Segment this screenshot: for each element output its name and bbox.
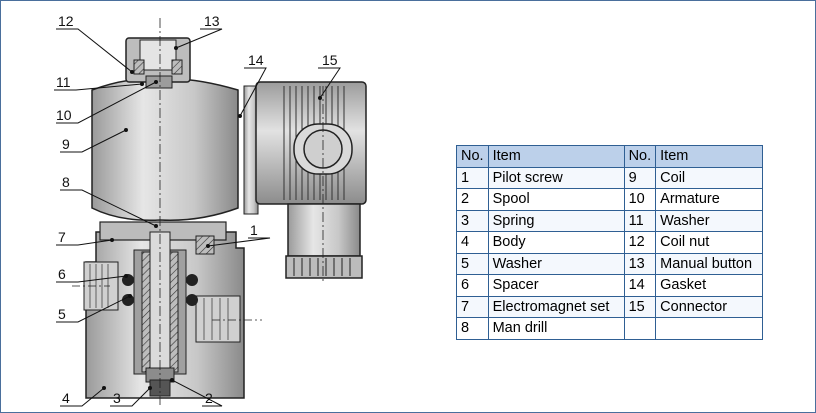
cell-no: 3 bbox=[456, 209, 489, 232]
cell-no: 11 bbox=[623, 209, 657, 232]
cell-item: Man drill bbox=[487, 317, 625, 340]
cell-item: Gasket bbox=[655, 274, 764, 297]
callout-2: 2 bbox=[205, 390, 213, 406]
table-row: 3 Spring 11 Washer bbox=[456, 209, 764, 232]
table-row: 5 Washer 13 Manual button bbox=[456, 252, 764, 275]
table-row: 7 Electromagnet set 15 Connector bbox=[456, 295, 764, 318]
cell-item: Pilot screw bbox=[487, 166, 625, 189]
cell-item: Connector bbox=[655, 295, 764, 318]
cell-item: Washer bbox=[655, 209, 764, 232]
cell-item: Manual button bbox=[655, 252, 764, 275]
cell-item: Coil bbox=[655, 166, 764, 189]
header-no: No. bbox=[456, 145, 489, 168]
callout-8: 8 bbox=[62, 174, 70, 190]
callout-13: 13 bbox=[204, 13, 220, 29]
table-row: 4 Body 12 Coil nut bbox=[456, 231, 764, 254]
coil-part bbox=[91, 78, 239, 221]
table-row: 1 Pilot screw 9 Coil bbox=[456, 166, 764, 189]
header-no: No. bbox=[623, 145, 657, 168]
callout-11: 11 bbox=[56, 74, 71, 90]
cell-no: 7 bbox=[456, 295, 489, 318]
leader-lines bbox=[54, 28, 341, 407]
manual-button-assembly bbox=[125, 37, 191, 89]
callout-9: 9 bbox=[62, 136, 70, 152]
table-row: 8 Man drill bbox=[456, 317, 764, 340]
cell-no bbox=[623, 317, 657, 340]
table-header-row: No. Item No. Item bbox=[456, 145, 764, 168]
callout-7: 7 bbox=[58, 229, 66, 245]
cell-item: Armature bbox=[655, 188, 764, 211]
cell-item bbox=[655, 317, 764, 340]
table-row: 2 Spool 10 Armature bbox=[456, 188, 764, 211]
cell-item: Spacer bbox=[487, 274, 625, 297]
callout-6: 6 bbox=[58, 266, 66, 282]
cell-no: 13 bbox=[623, 252, 657, 275]
header-item: Item bbox=[655, 145, 764, 168]
cell-no: 6 bbox=[456, 274, 489, 297]
cell-no: 8 bbox=[456, 317, 489, 340]
cell-item: Body bbox=[487, 231, 625, 254]
cell-item: Coil nut bbox=[655, 231, 764, 254]
cell-no: 10 bbox=[623, 188, 657, 211]
cell-item: Electromagnet set bbox=[487, 295, 625, 318]
cell-item: Spool bbox=[487, 188, 625, 211]
connector-part bbox=[243, 81, 367, 282]
header-item: Item bbox=[487, 145, 625, 168]
cell-no: 9 bbox=[623, 166, 657, 189]
cell-no: 14 bbox=[623, 274, 657, 297]
callout-15: 15 bbox=[322, 52, 338, 68]
cell-no: 12 bbox=[623, 231, 657, 254]
callout-12: 12 bbox=[58, 13, 74, 29]
callout-3: 3 bbox=[113, 390, 121, 406]
cell-no: 1 bbox=[456, 166, 489, 189]
valve-body-part bbox=[83, 221, 245, 399]
cell-item: Washer bbox=[487, 252, 625, 275]
cell-no: 5 bbox=[456, 252, 489, 275]
cell-no: 4 bbox=[456, 231, 489, 254]
callout-5: 5 bbox=[58, 306, 66, 322]
table-row: 6 Spacer 14 Gasket bbox=[456, 274, 764, 297]
callout-4: 4 bbox=[62, 390, 70, 406]
callout-1: 1 bbox=[250, 222, 258, 238]
parts-table: No. Item No. Item 1 Pilot screw 9 Coil 2… bbox=[456, 145, 764, 340]
cell-item: Spring bbox=[487, 209, 625, 232]
cell-no: 15 bbox=[623, 295, 657, 318]
cell-no: 2 bbox=[456, 188, 489, 211]
callout-10: 10 bbox=[56, 107, 72, 123]
callout-14: 14 bbox=[248, 52, 264, 68]
